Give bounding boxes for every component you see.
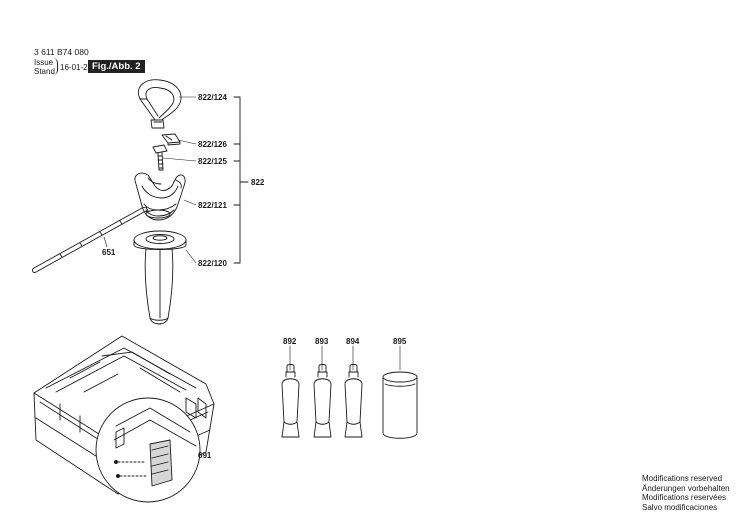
callout-822-121: 822/121 (198, 201, 227, 210)
callout-893: 893 (315, 337, 329, 346)
depth-rod-part (32, 206, 149, 273)
clamp-band-part (138, 79, 182, 129)
callout-892: 892 (283, 337, 297, 346)
callout-bracket-822 (233, 96, 249, 264)
grease-tube-892 (281, 364, 300, 438)
issue-label: Issue (34, 58, 54, 67)
part-number: 3 611 B74 080 (34, 47, 89, 57)
callout-651: 651 (102, 248, 116, 257)
issue-brace (53, 58, 58, 75)
callout-894: 894 (346, 337, 360, 346)
carrying-case-691 (33, 335, 215, 503)
issue-date: 16-01-29 (60, 63, 93, 72)
handle-yoke-part (134, 172, 186, 221)
modifications-line-es: Salvo modificaciones (642, 502, 718, 512)
bolt-part (152, 144, 168, 171)
callout-691: 691 (198, 451, 212, 460)
modifications-line-fr: Modifications reservées (642, 493, 727, 503)
callout-822: 822 (251, 178, 265, 187)
grip-part (133, 230, 187, 325)
bracket-part (161, 133, 181, 146)
callout-822-120: 822/120 (198, 259, 227, 268)
callout-822-124: 822/124 (198, 93, 227, 102)
callout-822-125: 822/125 (198, 157, 227, 166)
figure-badge: Fig./Abb. 2 (88, 60, 145, 73)
grease-tube-893 (313, 364, 332, 438)
grease-tube-894 (344, 364, 363, 438)
modifications-line-en: Modifications reserved (642, 474, 723, 483)
modifications-notice: Modifications reserved Änderungen vorbeh… (642, 474, 730, 512)
callout-895: 895 (393, 337, 407, 346)
grease-can-895 (382, 371, 418, 439)
stand-label: Stand (34, 67, 55, 76)
callout-822-126: 822/126 (198, 140, 227, 149)
modifications-line-de: Änderungen vorbehalten (642, 483, 730, 493)
